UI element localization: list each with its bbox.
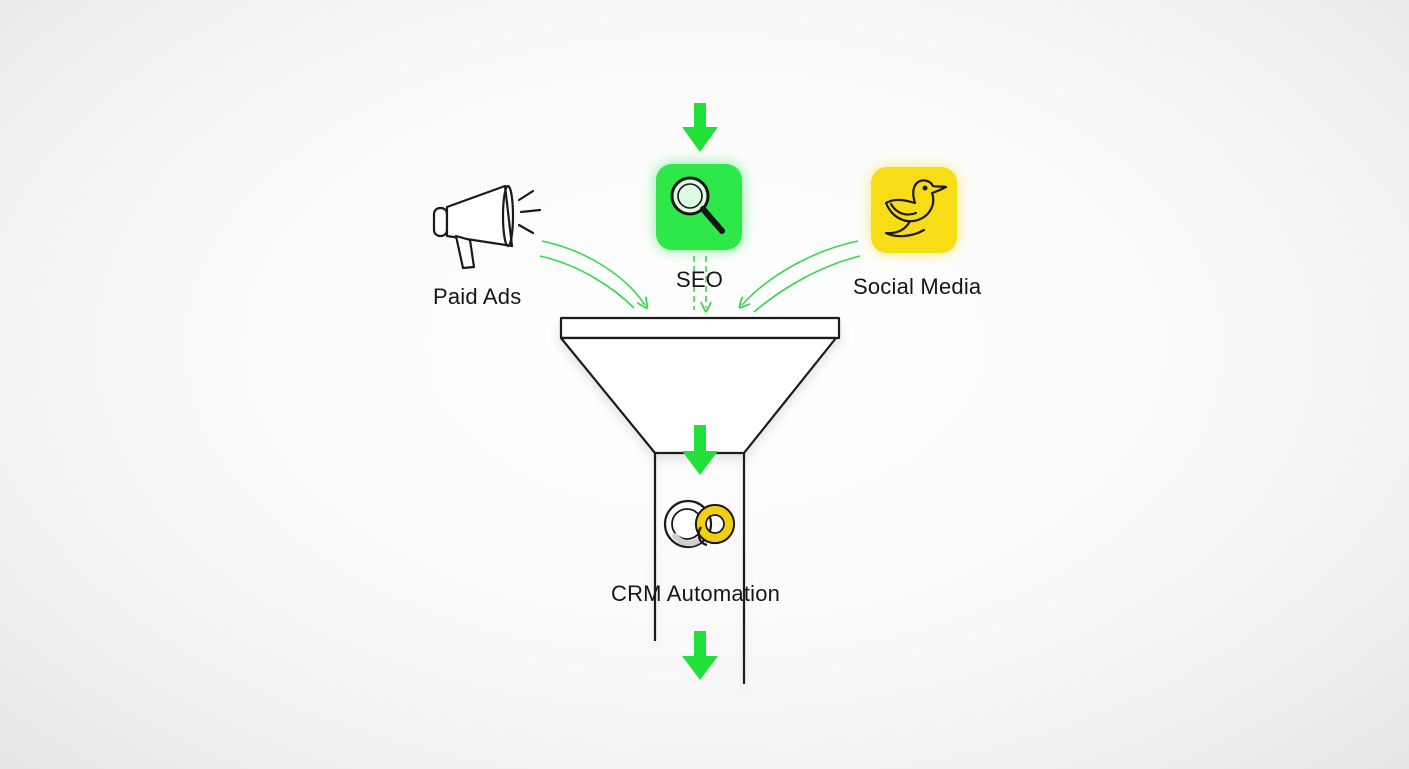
funnel-rim [559,316,841,340]
funnel-output-arrow [682,631,718,680]
seo-input-arrow [682,103,718,152]
funnel-middle-arrow [682,425,718,475]
linked-rings-icon [663,499,736,549]
social-flow-lines [742,240,861,313]
bird-icon [884,179,948,238]
paid-ads-label: Paid Ads [433,284,522,309]
social-media-label: Social Media [853,274,982,299]
funnel [559,316,841,684]
crm-automation-label: CRM Automation [611,581,781,606]
magnifying-glass-icon [670,176,725,234]
megaphone-icon [432,184,542,270]
seo-label: SEO [676,267,724,292]
paid-ads-flow-lines [539,240,645,308]
seo-tile [656,164,742,250]
social-tile [871,167,957,253]
seo-flow-lines [693,256,706,310]
